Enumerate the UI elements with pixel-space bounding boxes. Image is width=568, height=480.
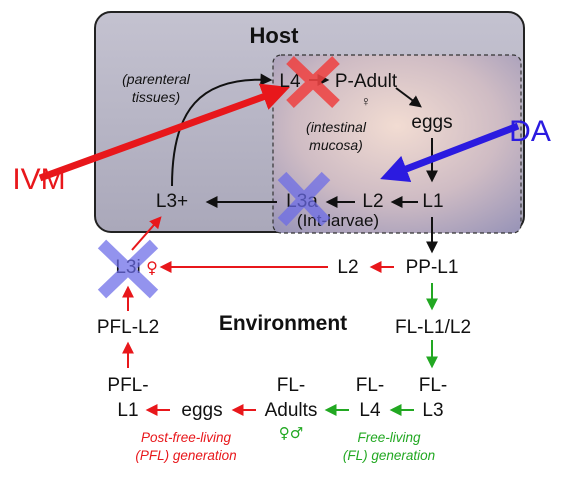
node-p-adult: P-Adult [335,71,398,92]
parenteral-label-1: (parenteral [122,71,191,87]
pfl-generation-label-1: Post-free-living [141,430,232,445]
node-l3i-sex: ♀ [146,258,158,277]
node-eggs-env: eggs [181,400,222,421]
node-fl-l4: L4 [359,400,381,421]
arrow-l3i-l3plus [131,216,162,251]
ivm-arrow [38,83,290,182]
arrow-padult-eggs [395,87,422,108]
host-title: Host [250,23,300,48]
da-arrow [380,122,520,183]
node-pfl-l1: L1 [117,400,138,421]
node-p-adult-sex: ♀ [361,93,372,109]
node-l2-host: L2 [362,191,383,212]
node-fl-adults: Adults [265,400,318,421]
arrow-l3plus-l4 [171,73,273,187]
node-eggs-host: eggs [411,112,452,133]
fl-generation-label-2: (FL) generation [343,448,435,463]
node-pp-l1: PP-L1 [406,257,459,278]
node-pfl-l2: PFL-L2 [97,317,159,338]
node-fl-l3: L3 [422,400,443,421]
ivm-label: IVM [12,163,65,196]
parenteral-label-2: tissues) [132,89,180,105]
node-l3plus: L3+ [156,191,188,212]
node-pfl-top: PFL- [107,375,148,396]
node-fl-adults-sex: ♀♂ [279,424,303,442]
cross-blue-l3i-icon [97,239,159,299]
intestinal-label-1: (intestinal [306,119,367,135]
node-fl-adults-top: FL- [277,375,306,396]
environment-title: Environment [219,312,347,335]
node-l2-env: L2 [337,257,358,278]
cross-blue-l3a-icon [277,171,331,227]
node-fl-l1-l2: FL-L1/L2 [395,317,471,338]
cross-red-icon [286,56,340,108]
node-l4: L4 [279,71,301,92]
int-larvae-label: (Int-larvae) [297,211,379,230]
node-fl-l3-top: FL- [419,375,448,396]
pfl-generation-label-2: (PFL) generation [135,448,236,463]
intestinal-label-2: mucosa) [309,137,363,153]
da-label: DA [509,115,551,148]
fl-generation-label-1: Free-living [357,430,421,445]
node-fl-l4-top: FL- [356,375,385,396]
node-l1-host: L1 [422,191,443,212]
